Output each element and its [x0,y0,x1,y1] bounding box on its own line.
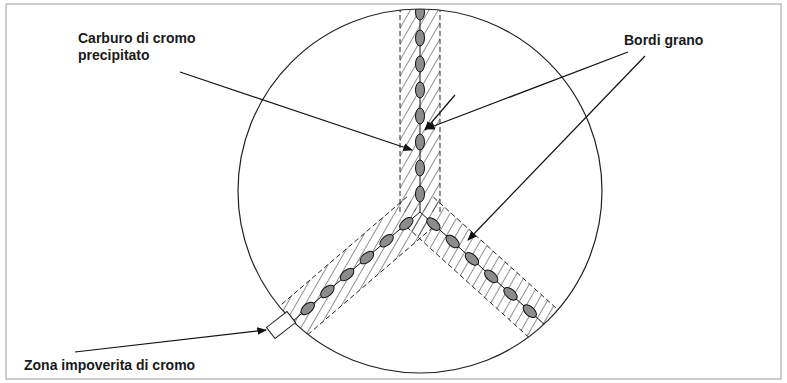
chromium-carbide [397,215,415,232]
band-edge [433,197,558,310]
chromium-carbide [521,302,539,319]
chromium-carbide [463,250,481,267]
grain-boundary [420,212,545,325]
grain-boundary [265,212,420,345]
leader-line [180,72,412,150]
chromium-carbide [318,283,336,300]
grain-bands [252,0,558,360]
chromium-carbide [416,82,425,98]
chromium-carbide [416,186,425,202]
depleted-band [407,197,559,340]
chromium-carbide [416,134,425,150]
micrograph-circle [238,9,602,373]
leader-lines [75,52,645,352]
chromium-carbide [416,160,425,176]
depleted-zone-label: Zona impoverita di cromo [24,357,195,374]
chromium-carbide [416,56,425,72]
chromium-carbide [378,232,396,249]
chromium-carbide [444,233,462,250]
chromium-carbide [482,268,500,285]
band-edge [400,0,401,212]
chromium-carbide [416,4,425,20]
chromium-carbide [338,266,356,283]
grain-boundary-label: Bordi grano [624,32,703,49]
depleted-zone-marker [266,311,295,338]
chromium-carbide [424,215,442,232]
depleted-band [400,0,440,212]
chromium-carbide [299,300,317,317]
depleted-band [252,197,433,360]
frame [6,4,781,379]
band-edge [278,227,433,360]
chromium-carbide [416,30,425,46]
leader-line [426,52,628,129]
band-edge [252,197,407,330]
leader-line [468,56,645,240]
chromium-carbide [358,249,376,266]
band-edge [407,227,532,340]
chromium-carbide [416,108,425,124]
carbide-label: Carburo di cromo precipitato [78,30,218,64]
band-edge [440,0,441,212]
leader-line [425,95,455,130]
leader-line [75,330,266,352]
chromium-carbide [502,285,520,302]
